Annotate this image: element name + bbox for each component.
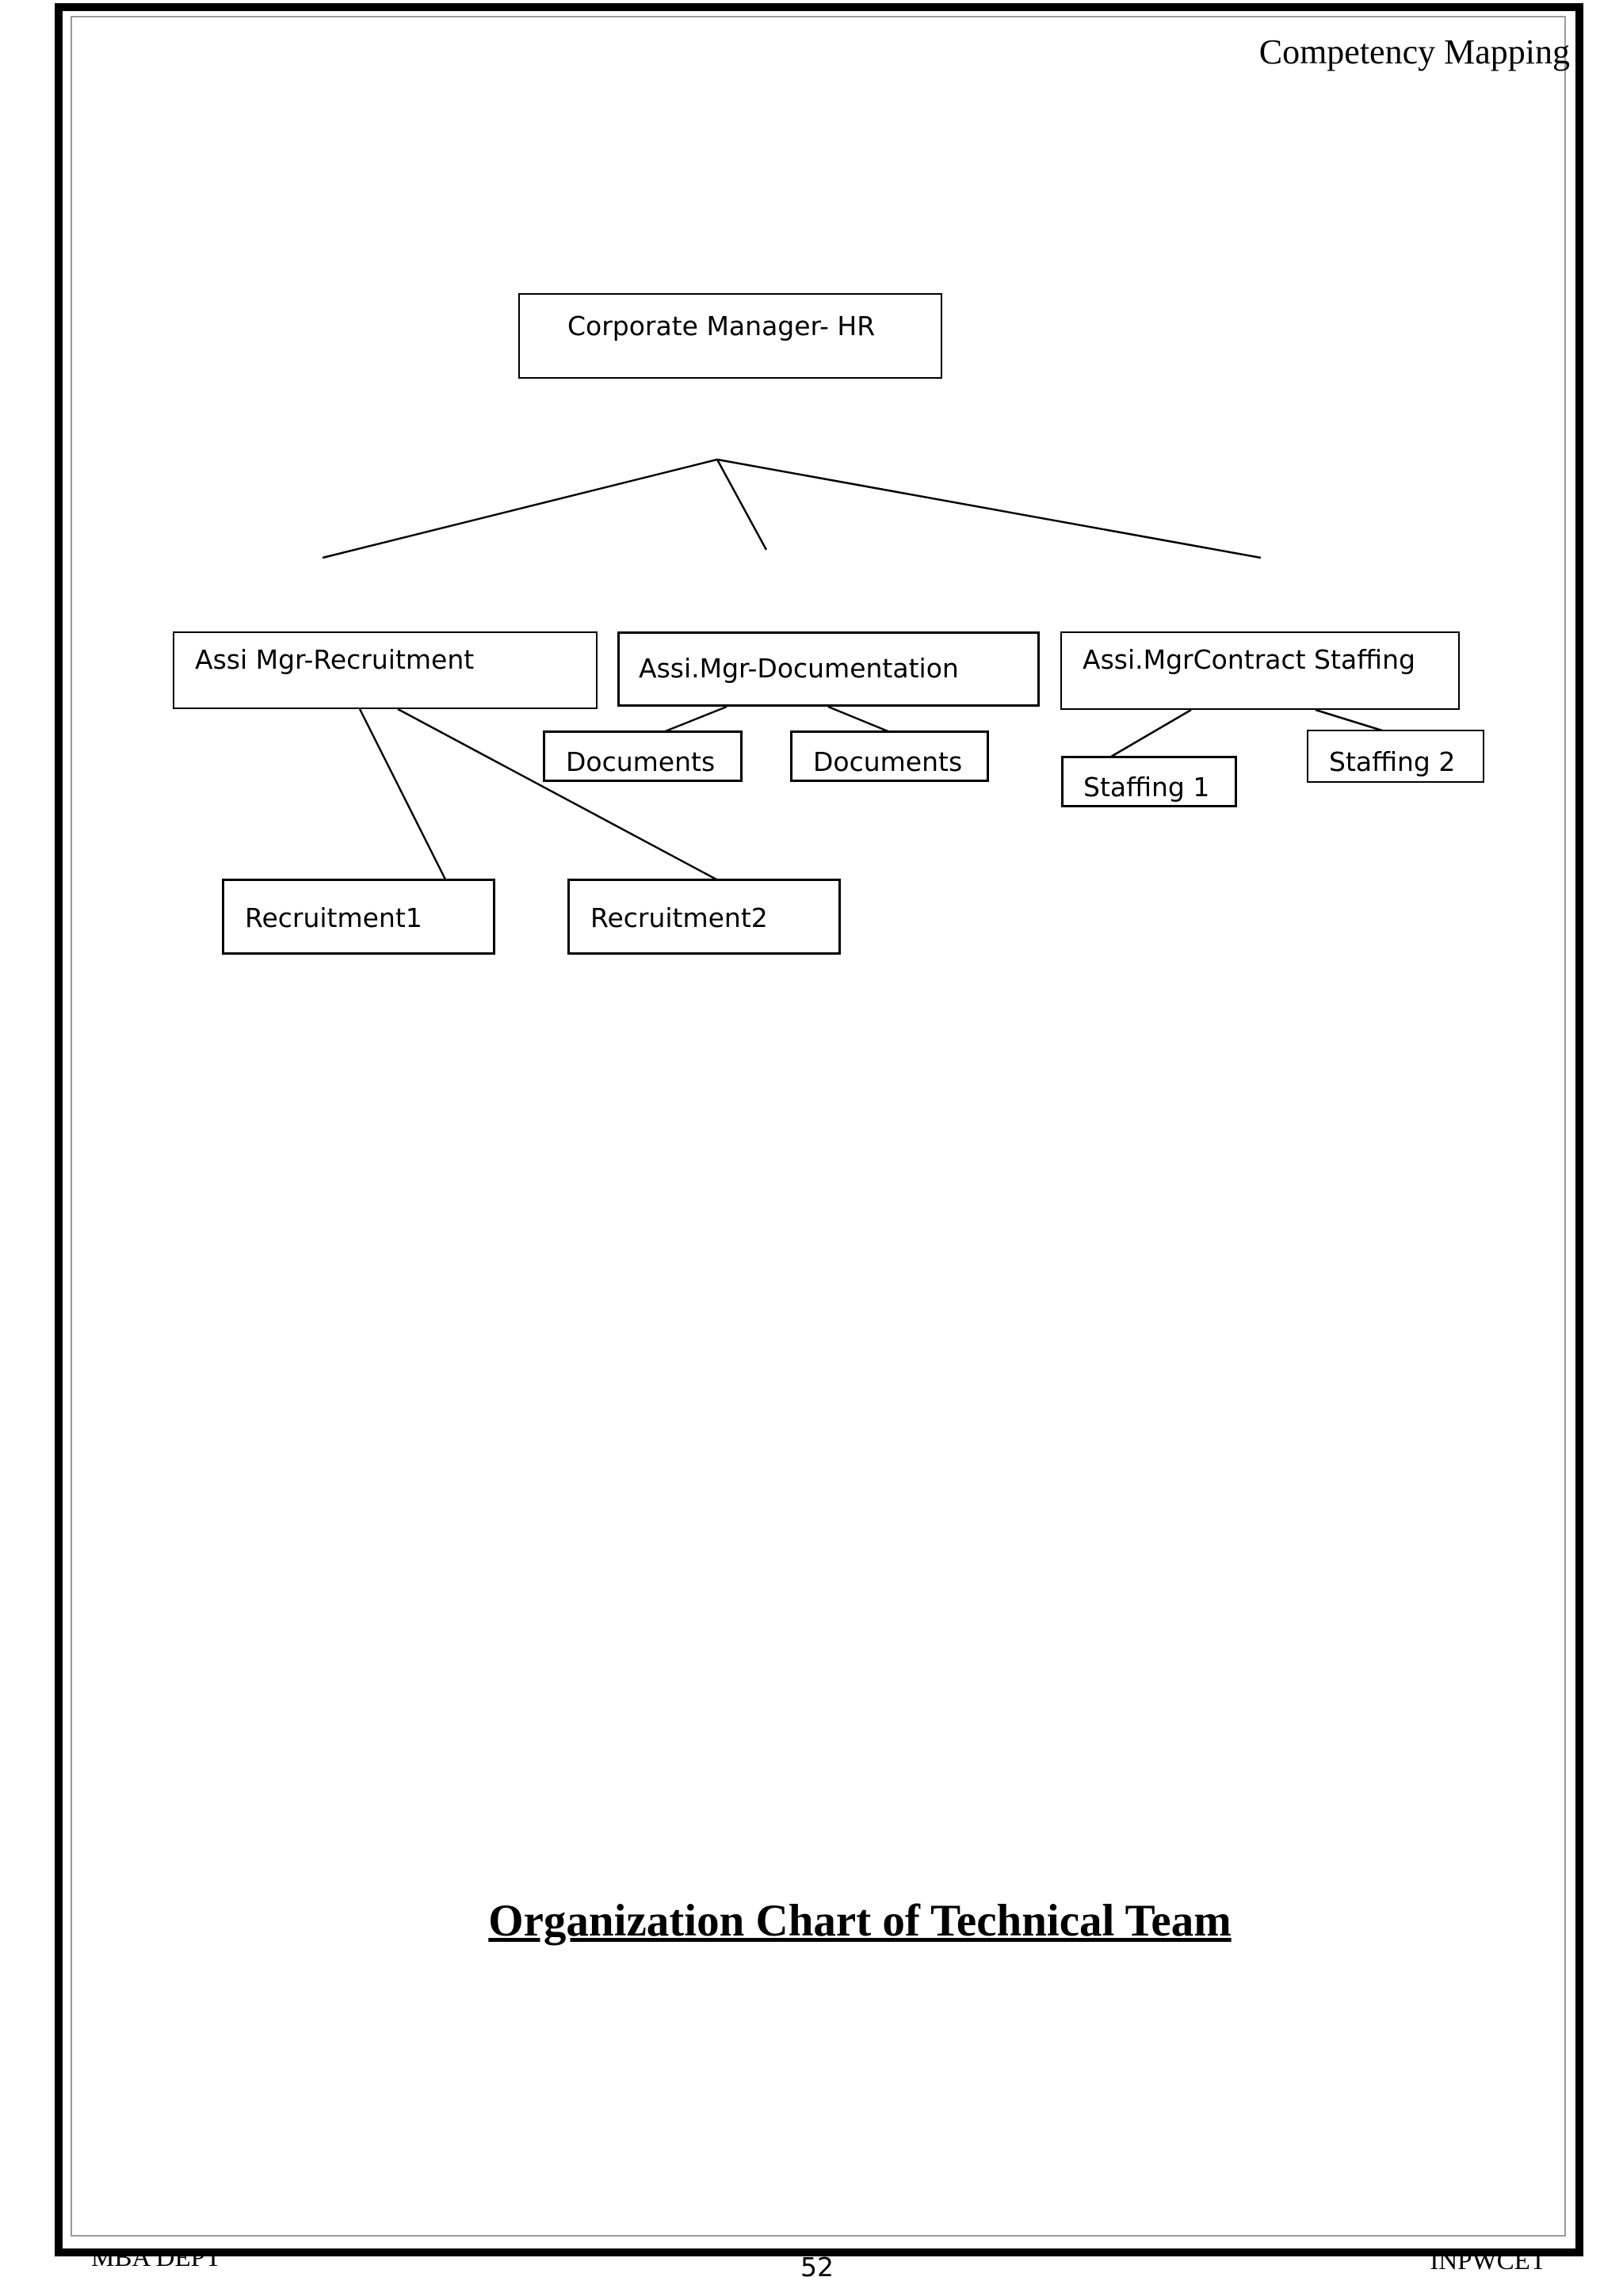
page-border-inner: [71, 16, 1566, 2237]
assi-mgr-recruitment-label: Assi Mgr-Recruitment: [195, 644, 475, 675]
chart-caption: Organization Chart of Technical Team: [488, 1896, 1232, 1946]
documents-box-1: Documents: [543, 730, 743, 782]
page-border-outer: [55, 3, 1583, 2256]
connector-staffing-1: [1110, 708, 1192, 758]
recruitment2-label: Recruitment2: [590, 902, 768, 933]
assi-mgr-contract-staffing-label: Assi.MgrContract Staffing: [1083, 644, 1415, 675]
connector-root-middle: [716, 459, 768, 551]
recruitment1-label: Recruitment1: [245, 902, 422, 933]
footer-department: MBA DEPT: [91, 2244, 222, 2272]
staffing-2-box: Staffing 2: [1307, 730, 1484, 783]
assi-mgr-documentation-label: Assi.Mgr-Documentation: [639, 653, 959, 684]
connector-staffing-2: [1315, 708, 1383, 732]
connector-root-right: [716, 458, 1262, 559]
assi-mgr-recruitment-box: Assi Mgr-Recruitment: [173, 631, 598, 709]
recruitment1-box: Recruitment1: [222, 879, 495, 955]
documents-box-2: Documents: [790, 730, 989, 782]
footer-page-number: 52: [800, 2252, 834, 2283]
connector-documents-2: [827, 705, 891, 734]
recruitment2-box: Recruitment2: [567, 879, 841, 955]
connector-recruitment-1: [358, 708, 447, 880]
connector-root-left: [322, 458, 718, 559]
running-header: Competency Mapping: [1258, 32, 1570, 71]
corporate-manager-hr-box: Corporate Manager- HR: [518, 293, 942, 379]
corporate-manager-hr-label: Corporate Manager- HR: [567, 311, 876, 341]
staffing-1-box: Staffing 1: [1061, 756, 1237, 807]
assi-mgr-documentation-box: Assi.Mgr-Documentation: [617, 631, 1040, 707]
connector-recruitment-2: [397, 707, 717, 881]
documents-label-2: Documents: [813, 746, 963, 777]
documents-label-1: Documents: [566, 746, 716, 777]
connector-documents-1: [663, 705, 727, 734]
assi-mgr-contract-staffing-box: Assi.MgrContract Staffing: [1060, 631, 1460, 710]
footer-institution: INPWCET: [1430, 2247, 1546, 2275]
staffing-2-label: Staffing 2: [1329, 746, 1456, 777]
staffing-1-label: Staffing 1: [1083, 772, 1210, 803]
